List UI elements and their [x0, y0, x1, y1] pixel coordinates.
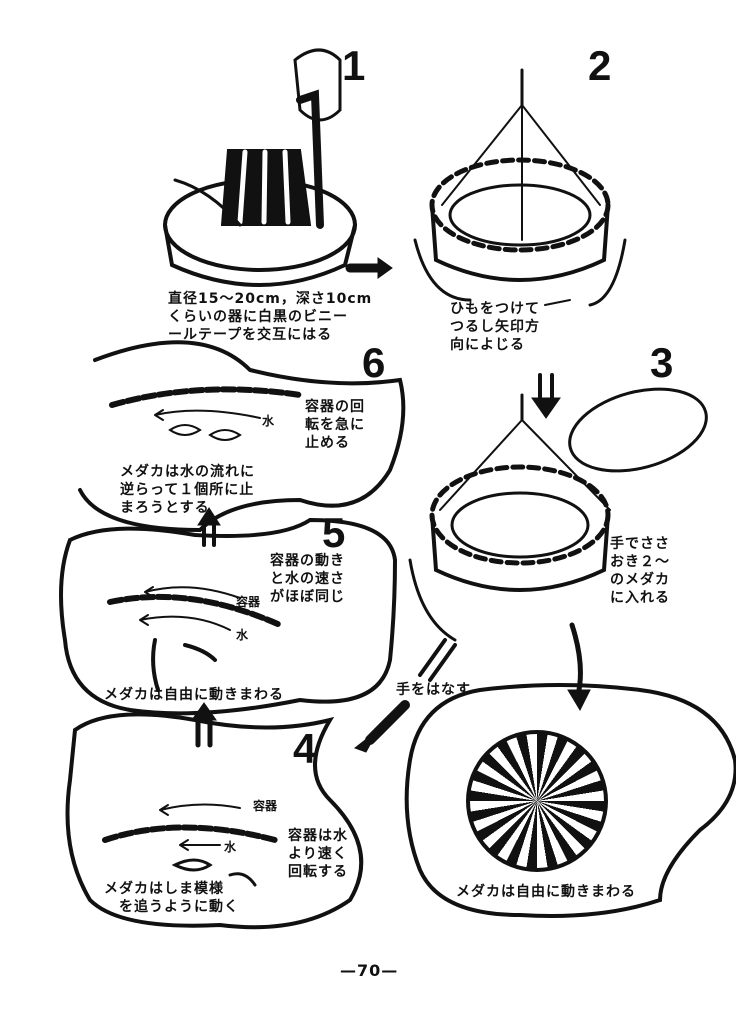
step-number-6: 6	[362, 339, 386, 386]
step6-caption: メダカは水の流れに 逆らって１個所に止 まろうとする	[120, 464, 255, 516]
step-number-2: 2	[588, 42, 612, 89]
step5-water-label: 水	[236, 628, 249, 642]
step6-text: 容器の回 転を急に 止める	[305, 399, 365, 451]
release-label: 手をはなす	[396, 682, 471, 698]
step1-striped-container	[163, 48, 357, 287]
page-number: —70—	[340, 961, 399, 980]
step5-container-label: 容器	[236, 595, 261, 609]
striped-container-top-view	[466, 730, 608, 872]
step-number-5: 5	[322, 509, 346, 556]
step5-text: 容器の動き と水の速さ がほぼ同じ	[270, 553, 345, 605]
step2-hanging-container	[413, 68, 627, 307]
step6-water-label: 水	[262, 414, 275, 428]
step3-text: 手でささ おき２～ のメダカ に入れる	[610, 536, 670, 606]
step-number-1: 1	[342, 42, 366, 89]
step3-hanging-container	[408, 387, 708, 642]
step5-caption: メダカは自由に動きまわる	[104, 687, 284, 703]
step-number-4: 4	[293, 725, 317, 772]
step4-water-label: 水	[224, 840, 237, 854]
step2-text: ひもをつけて つるし矢印方 向によじる	[450, 301, 540, 353]
step4-text: 容器は水 より速く 回転する	[288, 828, 348, 880]
step4-container-label: 容器	[253, 799, 278, 813]
step-number-3: 3	[650, 339, 674, 386]
step4-caption: メダカはしま模様 を追うように動く	[104, 881, 239, 915]
step3-caption: メダカは自由に動きまわる	[456, 884, 636, 900]
step1-text: 直径15～20cm，深さ10cm くらいの器に白黒のビニー ールテープを交互には…	[168, 291, 373, 343]
